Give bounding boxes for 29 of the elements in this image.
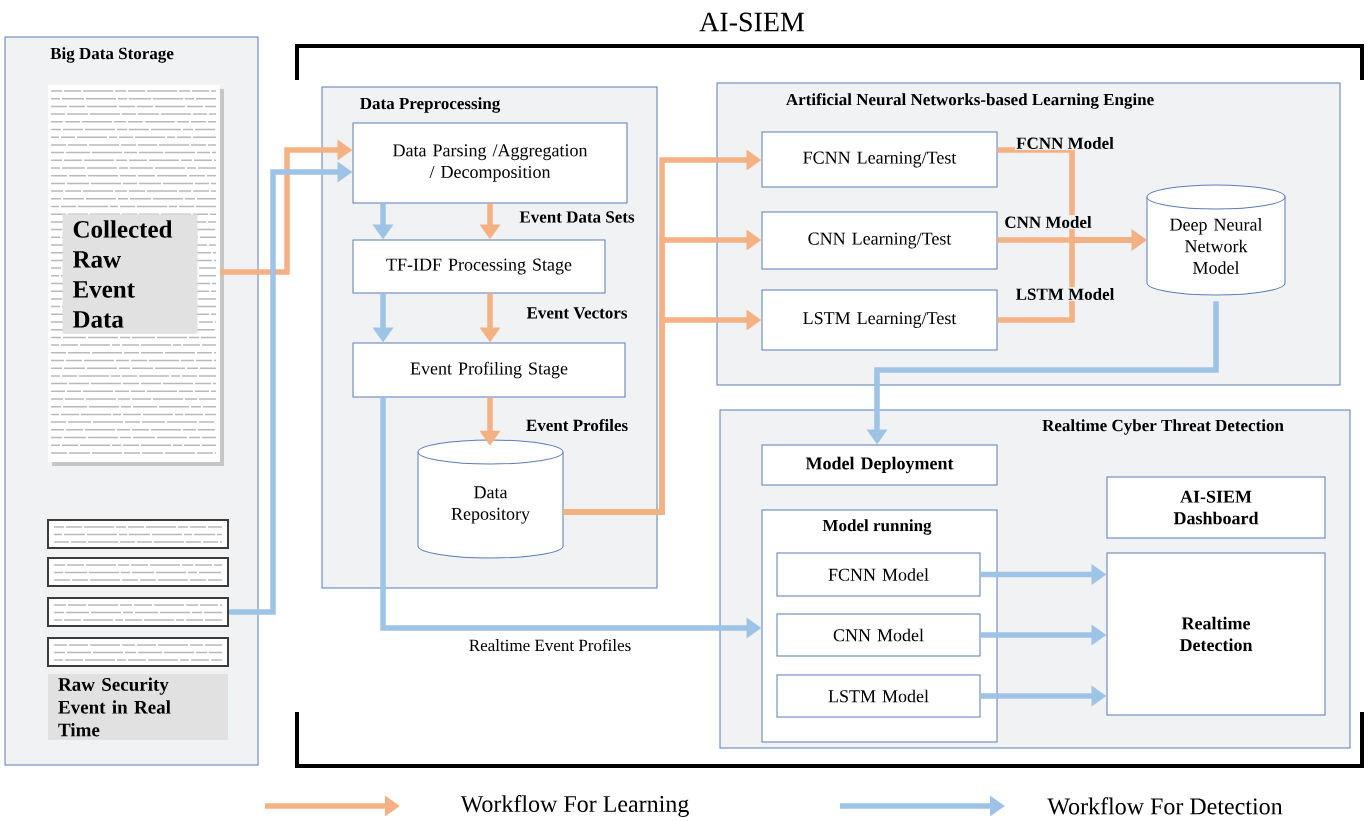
edge-label: Event Vectors bbox=[525, 306, 629, 320]
title: AI-SIEM bbox=[699, 12, 805, 32]
edge-label: LSTM Model bbox=[1014, 287, 1116, 301]
log-strip-drawing bbox=[47, 557, 229, 587]
process-box: FCNN Model bbox=[776, 552, 981, 597]
cylinder: Data Repository bbox=[417, 439, 564, 559]
text-box: Collected Raw Event Data bbox=[62, 214, 198, 334]
process-box: Event Profiling Stage bbox=[352, 342, 626, 398]
log-strip-drawing bbox=[47, 637, 229, 667]
process-box: TF-IDF Processing Stage bbox=[352, 239, 606, 294]
edge-label: FCNN Model bbox=[1015, 136, 1115, 150]
log-strip-drawing bbox=[47, 519, 229, 549]
process-box: LSTM Learning/Test bbox=[761, 289, 998, 351]
process-box: LSTM Model bbox=[776, 674, 981, 718]
edge-label: Event Data Sets bbox=[518, 210, 636, 224]
process-box: FCNN Learning/Test bbox=[761, 131, 998, 188]
text-box: Raw Security Event in Real Time bbox=[48, 674, 228, 740]
process-box: CNN Learning/Test bbox=[761, 211, 998, 270]
process-box: Realtime Detection bbox=[1106, 552, 1326, 716]
process-box: CNN Model bbox=[776, 613, 981, 657]
cylinder: Deep Neural Network Model bbox=[1146, 184, 1286, 296]
process-box: Data Parsing /Aggregation / Decomposition bbox=[352, 122, 628, 204]
edge-label: CNN Model bbox=[1003, 215, 1093, 229]
process-box: Model Deployment bbox=[761, 444, 998, 486]
log-strip-drawing bbox=[47, 597, 229, 627]
edge-label: Realtime Event Profiles bbox=[467, 637, 633, 653]
process-box: AI-SIEM Dashboard bbox=[1106, 476, 1326, 539]
legend-text: Workflow For Learning bbox=[460, 794, 689, 818]
legend-text: Workflow For Detection bbox=[1047, 797, 1283, 815]
